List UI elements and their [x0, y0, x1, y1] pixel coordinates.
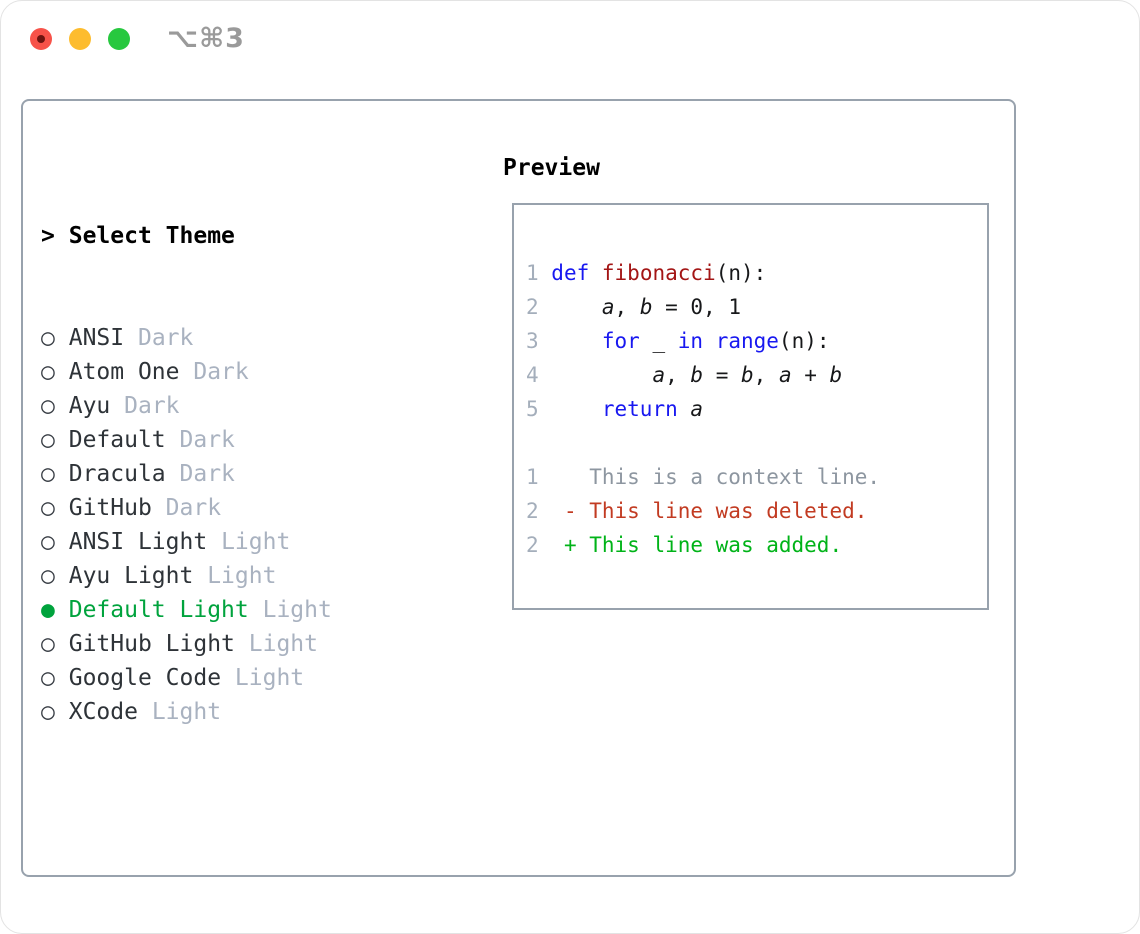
theme-name: Default Light: [68, 597, 249, 623]
theme-variant-tag: Dark: [137, 325, 194, 351]
radio-icon: ○: [41, 563, 55, 589]
theme-variant-tag: Dark: [193, 359, 249, 385]
radio-icon: ○: [41, 529, 55, 555]
code-line: 4 a, b = b, a + b: [526, 363, 843, 387]
radio-icon: ○: [41, 665, 55, 691]
radio-icon: ○: [41, 393, 55, 419]
preview-title: Preview: [503, 155, 600, 181]
theme-option-github[interactable]: ○ GitHub Dark: [41, 491, 429, 525]
theme-option-default-light[interactable]: ● Default Light Light: [41, 593, 429, 627]
minimize-button[interactable]: [69, 28, 91, 50]
prompt-icon: >: [41, 223, 55, 249]
theme-name: GitHub Light: [68, 631, 235, 657]
theme-name: ANSI: [68, 325, 125, 351]
theme-variant-tag: Dark: [179, 461, 235, 487]
traffic-lights: [30, 28, 130, 50]
keyboard-shortcut-label: ⌥⌘3: [167, 23, 245, 54]
theme-name: Default: [68, 427, 166, 453]
theme-name: Ayu Light: [68, 563, 194, 589]
radio-icon: ○: [41, 461, 55, 487]
radio-icon: ○: [41, 359, 55, 385]
theme-variant-tag: Dark: [124, 393, 180, 419]
code-line: 2 a, b = 0, 1: [526, 295, 741, 319]
select-theme-title: Select Theme: [68, 223, 235, 249]
theme-option-dracula[interactable]: ○ Dracula Dark: [41, 457, 429, 491]
code-line: 2 - This line was deleted.: [526, 499, 868, 523]
theme-list: ○ ANSI Dark○ Atom One Dark○ Ayu Dark○ De…: [41, 321, 429, 729]
theme-option-ayu[interactable]: ○ Ayu Dark: [41, 389, 429, 423]
radio-icon: ○: [41, 495, 55, 521]
theme-option-default[interactable]: ○ Default Dark: [41, 423, 429, 457]
theme-variant-tag: Light: [221, 529, 291, 555]
radio-selected-icon: ●: [41, 597, 55, 623]
code-line: 5 return a: [526, 397, 704, 421]
theme-list-column: > Select Theme ○ ANSI Dark○ Atom One Dar…: [41, 151, 429, 933]
radio-icon: ○: [41, 325, 55, 351]
theme-name: XCode: [68, 699, 138, 725]
theme-variant-tag: Dark: [165, 495, 222, 521]
blank-line: [526, 426, 880, 460]
radio-icon: ○: [41, 427, 55, 453]
select-theme-header: > Select Theme: [41, 219, 429, 253]
spacer: [41, 899, 429, 933]
theme-option-xcode[interactable]: ○ XCode Light: [41, 695, 429, 729]
theme-option-ansi-light[interactable]: ○ ANSI Light Light: [41, 525, 429, 559]
close-button[interactable]: [30, 28, 52, 50]
theme-name: ANSI Light: [68, 529, 208, 555]
theme-name: Atom One: [68, 359, 180, 385]
theme-name: Google Code: [68, 665, 222, 691]
theme-option-atom-one[interactable]: ○ Atom One Dark: [41, 355, 429, 389]
theme-option-ansi[interactable]: ○ ANSI Dark: [41, 321, 429, 355]
code-line: 3 for _ in range(n):: [526, 329, 830, 353]
theme-name: Dracula: [68, 461, 166, 487]
preview-box: 1 def fibonacci(n): 2 a, b = 0, 1 3 for _ …: [512, 203, 989, 610]
theme-option-github-light[interactable]: ○ GitHub Light Light: [41, 627, 429, 661]
theme-variant-tag: Light: [248, 631, 318, 657]
theme-option-ayu-light[interactable]: ○ Ayu Light Light: [41, 559, 429, 593]
theme-variant-tag: Light: [262, 597, 332, 623]
code-preview: 1 def fibonacci(n): 2 a, b = 0, 1 3 for _ …: [526, 256, 880, 562]
theme-variant-tag: Light: [151, 699, 222, 725]
theme-variant-tag: Dark: [179, 427, 235, 453]
theme-name: Ayu: [68, 393, 111, 419]
theme-variant-tag: Light: [234, 665, 305, 691]
theme-variant-tag: Light: [207, 563, 277, 589]
code-line: 1 def fibonacci(n):: [526, 261, 767, 285]
radio-icon: ○: [41, 631, 55, 657]
theme-name: GitHub: [68, 495, 152, 521]
theme-option-google-code[interactable]: ○ Google Code Light: [41, 661, 429, 695]
zoom-button[interactable]: [108, 28, 130, 50]
spacer: [41, 797, 429, 831]
theme-picker-panel: > Select Theme ○ ANSI Dark○ Atom One Dar…: [21, 99, 1016, 877]
code-line: 1 This is a context line.: [526, 465, 881, 489]
radio-icon: ○: [41, 699, 55, 725]
code-line: 2 + This line was added.: [526, 533, 843, 557]
